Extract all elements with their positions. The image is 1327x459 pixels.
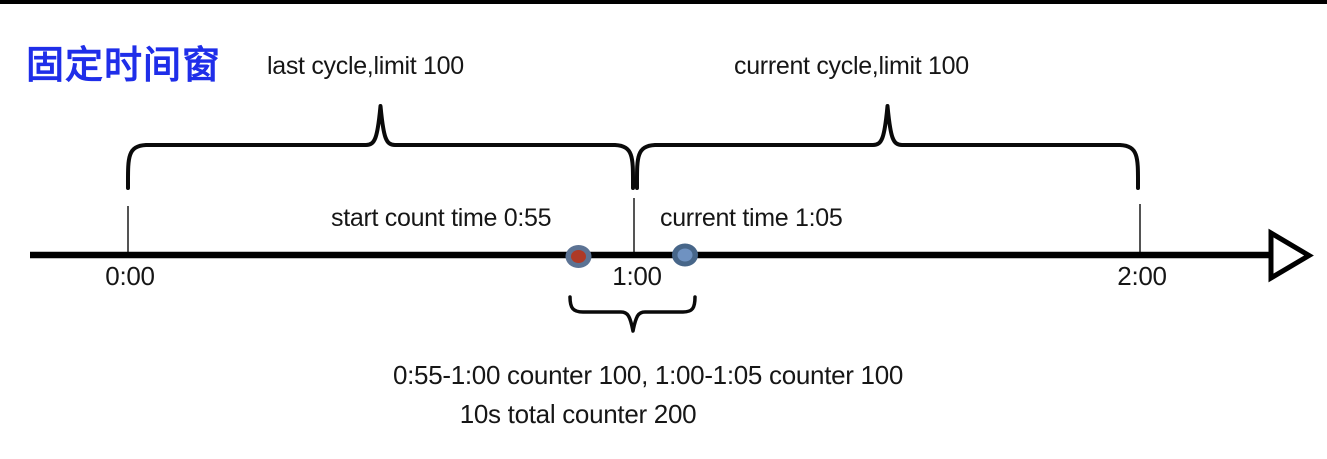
tick-label-1-00: 1:00 bbox=[612, 261, 662, 291]
counting-window-brace bbox=[568, 295, 697, 333]
current-cycle-brace bbox=[634, 104, 1141, 190]
top-border-line bbox=[0, 0, 1327, 4]
tick-label-2-00: 2:00 bbox=[1117, 261, 1167, 291]
page-title: 固定时间窗 bbox=[26, 45, 222, 87]
arrow-right-icon bbox=[1268, 228, 1314, 283]
last-cycle-brace bbox=[125, 104, 636, 190]
counter-summary-line2: 10s total counter 200 bbox=[459, 399, 697, 429]
start-count-marker-dot bbox=[571, 250, 586, 263]
current-cycle-label: current cycle,limit 100 bbox=[734, 52, 969, 80]
tick-label-0-00: 0:00 bbox=[105, 261, 155, 291]
current-time-marker-dot bbox=[677, 248, 693, 262]
start-count-time-label: start count time 0:55 bbox=[331, 204, 552, 232]
counter-summary-line1: 0:55-1:00 counter 100, 1:00-1:05 counter… bbox=[392, 360, 904, 390]
current-time-label: current time 1:05 bbox=[660, 204, 843, 232]
last-cycle-label: last cycle,limit 100 bbox=[267, 52, 464, 80]
